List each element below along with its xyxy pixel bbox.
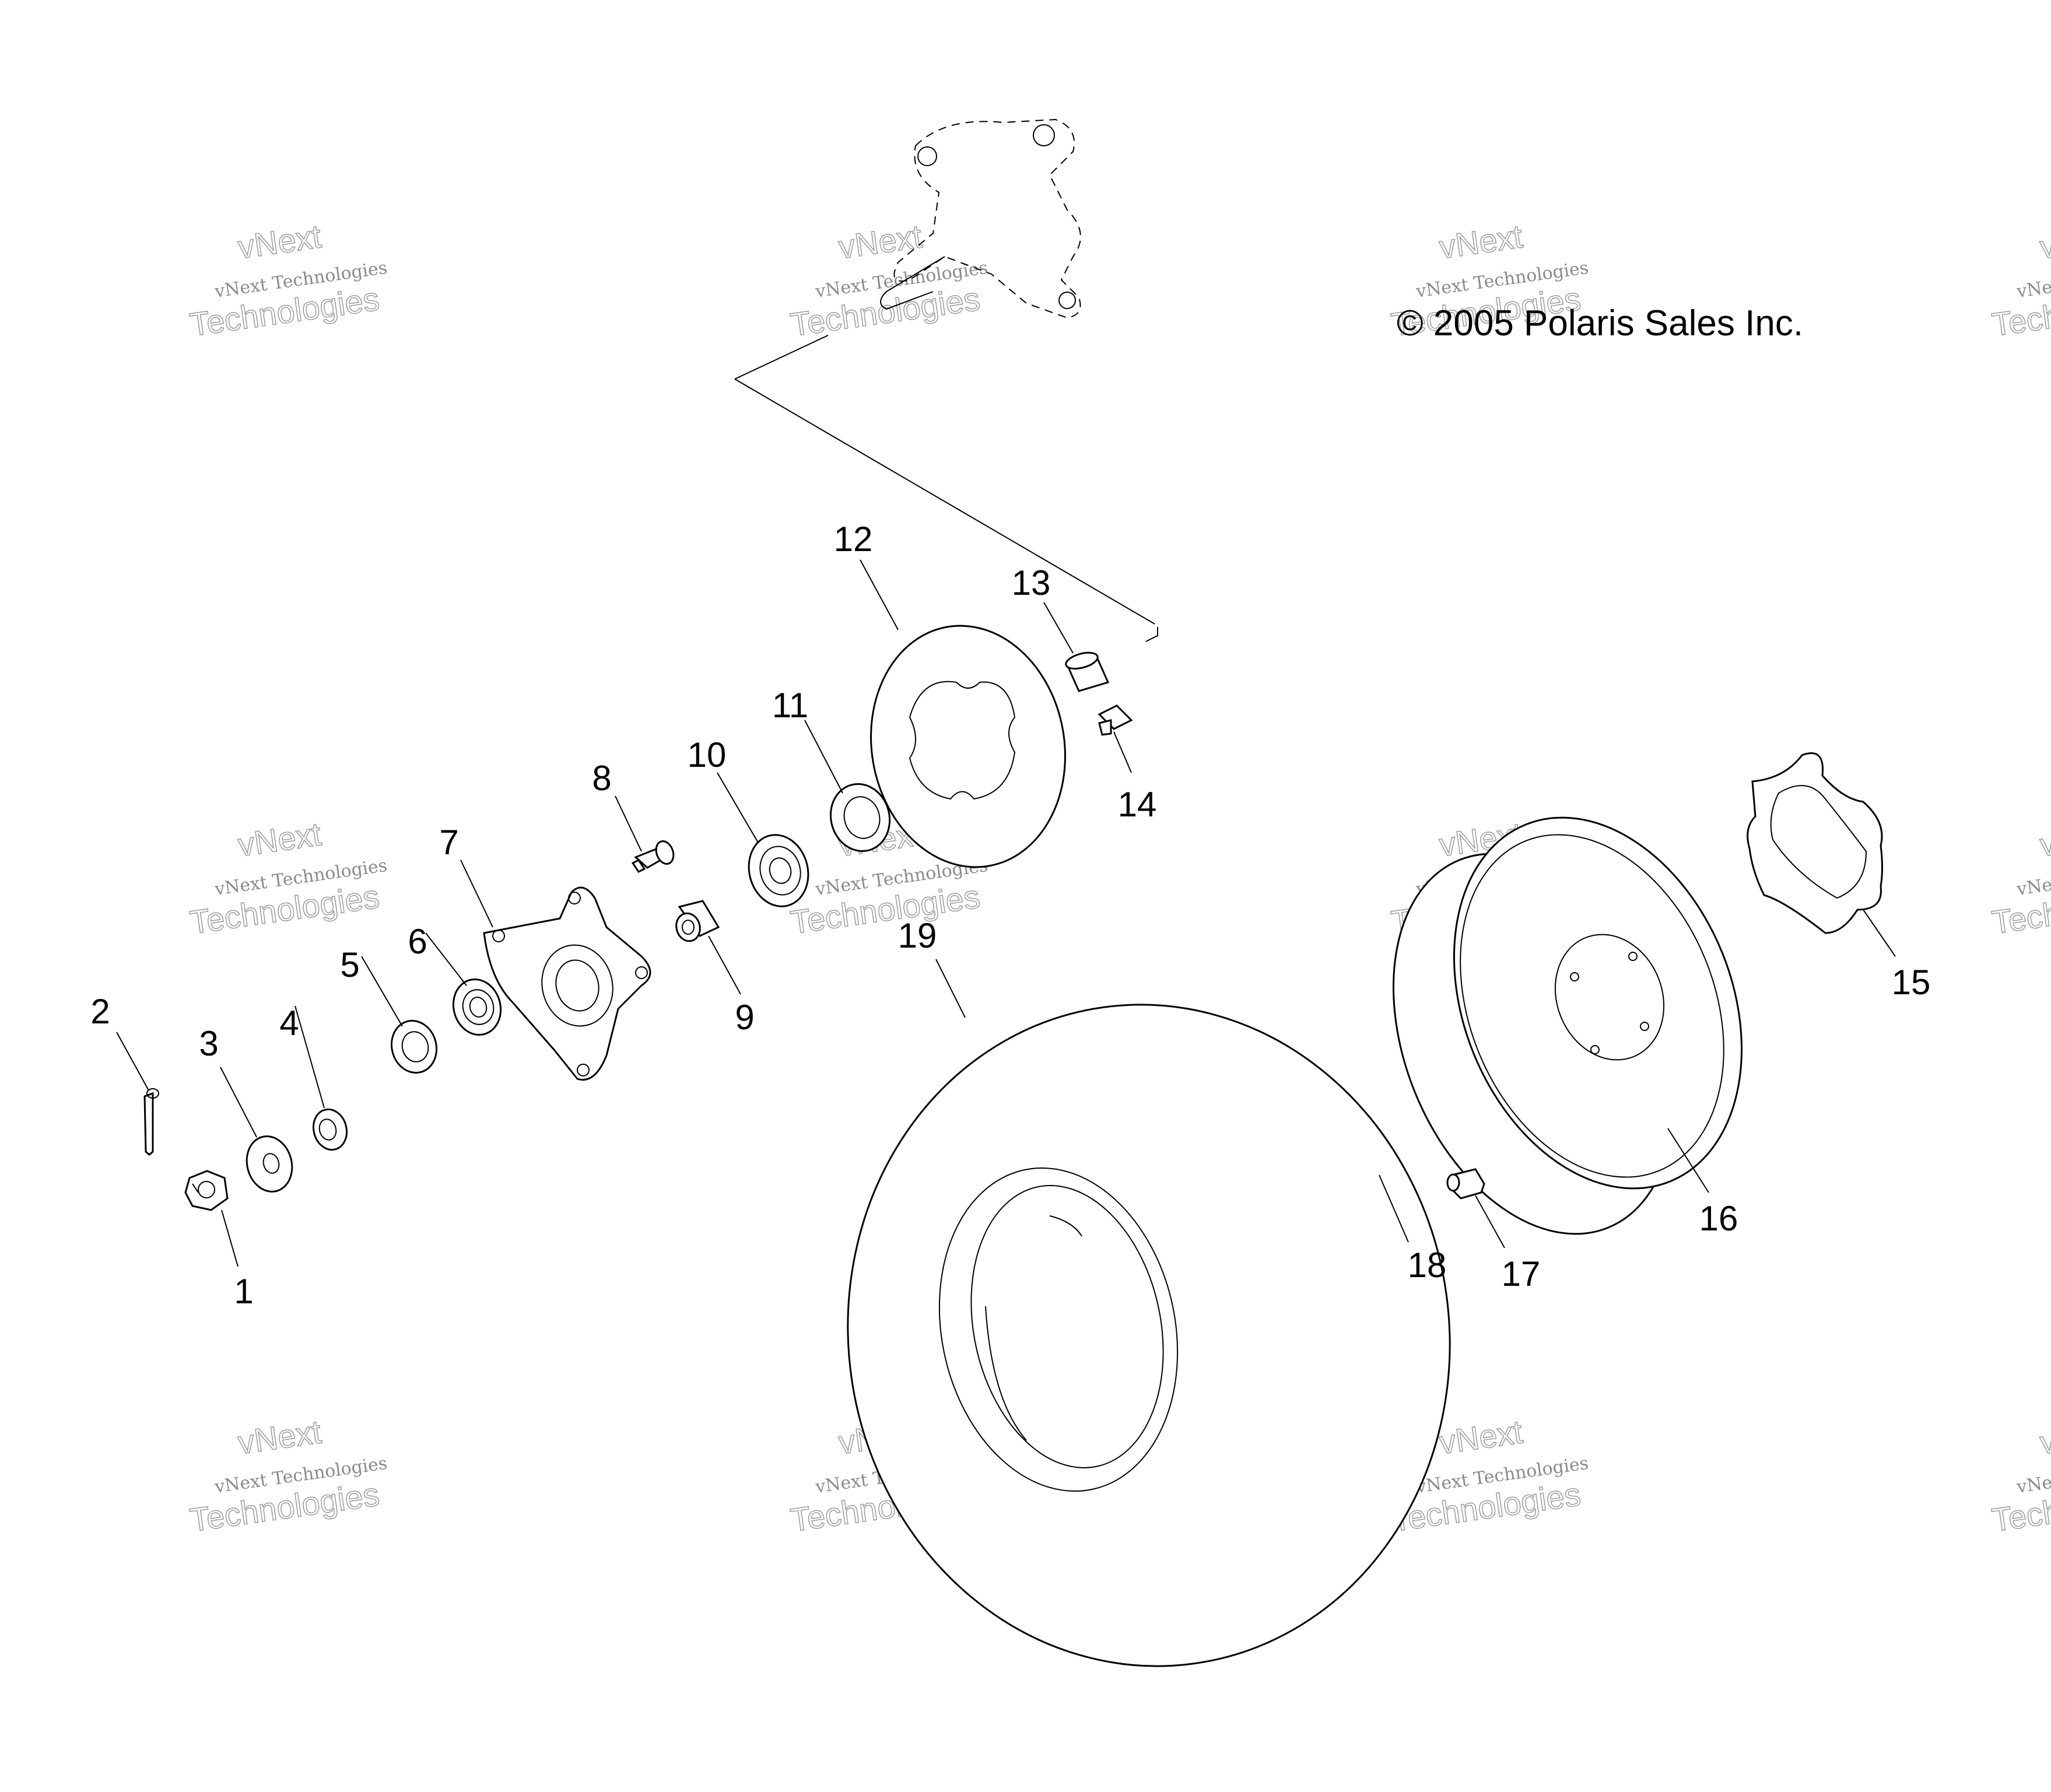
hub-cap-decal bbox=[1747, 752, 1883, 934]
watermark-word-top: vNext bbox=[2038, 1413, 2051, 1461]
watermark-word-top: vNext bbox=[2038, 218, 2051, 265]
watermark-word-top: vNext bbox=[236, 1413, 324, 1461]
outer-seal bbox=[829, 783, 891, 852]
callout-2: 2 bbox=[90, 992, 110, 1031]
callout-19: 19 bbox=[898, 916, 937, 955]
callout-8: 8 bbox=[592, 759, 611, 798]
callout-16: 16 bbox=[1699, 1199, 1738, 1238]
watermark-word-top: vNext bbox=[836, 218, 924, 265]
callout-18: 18 bbox=[1408, 1246, 1447, 1285]
callout-3: 3 bbox=[199, 1024, 218, 1063]
brake-disc bbox=[870, 625, 1066, 868]
leader-lines bbox=[116, 559, 1896, 1267]
bearing-inner bbox=[452, 978, 502, 1036]
cotter-pin bbox=[143, 1088, 159, 1156]
callout-12: 12 bbox=[834, 520, 873, 559]
callout-6: 6 bbox=[408, 922, 427, 961]
callout-17: 17 bbox=[1502, 1254, 1541, 1293]
collar bbox=[675, 900, 720, 942]
washer bbox=[246, 1135, 293, 1193]
tire bbox=[847, 1004, 1451, 1667]
callout-5: 5 bbox=[340, 945, 359, 984]
callout-14: 14 bbox=[1118, 785, 1157, 824]
copyright-text: © 2005 Polaris Sales Inc. bbox=[1397, 303, 1803, 343]
callout-7: 7 bbox=[439, 823, 458, 862]
spacer bbox=[312, 1108, 348, 1151]
bearing-outer bbox=[748, 834, 809, 907]
callout-9: 9 bbox=[735, 998, 754, 1037]
valve-stem bbox=[1446, 1168, 1485, 1200]
wheel-rim bbox=[1393, 816, 1743, 1235]
callout-15: 15 bbox=[1892, 963, 1931, 1002]
wheel-stud bbox=[631, 840, 675, 873]
watermark-word-top: vNext bbox=[236, 815, 324, 863]
watermark-word-top: vNext bbox=[2038, 815, 2051, 863]
callout-numbers: 1 2 3 4 5 6 7 8 9 10 11 12 13 14 15 16 1… bbox=[90, 520, 1930, 1311]
watermark-word-top: vNext bbox=[1437, 1413, 1525, 1461]
wheel-hub bbox=[483, 886, 651, 1081]
disc-bolt bbox=[1098, 704, 1133, 736]
watermark-word-top: vNext bbox=[1437, 218, 1525, 265]
watermark-word-top: vNext bbox=[236, 218, 324, 265]
bushing bbox=[1065, 651, 1110, 692]
callout-13: 13 bbox=[1012, 563, 1051, 602]
callout-1: 1 bbox=[234, 1272, 253, 1311]
callout-11: 11 bbox=[772, 686, 808, 725]
callout-10: 10 bbox=[688, 735, 727, 774]
castle-nut bbox=[184, 1170, 229, 1211]
seal bbox=[390, 1019, 438, 1074]
callout-4: 4 bbox=[279, 1004, 299, 1043]
steering-knuckle bbox=[734, 118, 1158, 642]
